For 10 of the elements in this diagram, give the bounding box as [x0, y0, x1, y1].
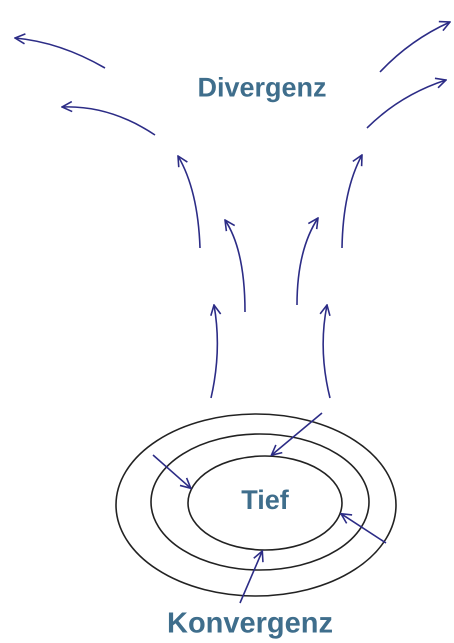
heading-label: Divergenz [197, 72, 327, 104]
arrow [270, 412, 323, 456]
heading-label: Konvergenz [167, 608, 333, 640]
arrow [152, 454, 192, 490]
ring-ellipse [150, 433, 370, 571]
arrow [239, 550, 264, 604]
ring-ellipse [115, 413, 397, 597]
ellipse-node [187, 455, 343, 551]
node-label: Tief [241, 485, 289, 516]
arrow [340, 512, 386, 544]
